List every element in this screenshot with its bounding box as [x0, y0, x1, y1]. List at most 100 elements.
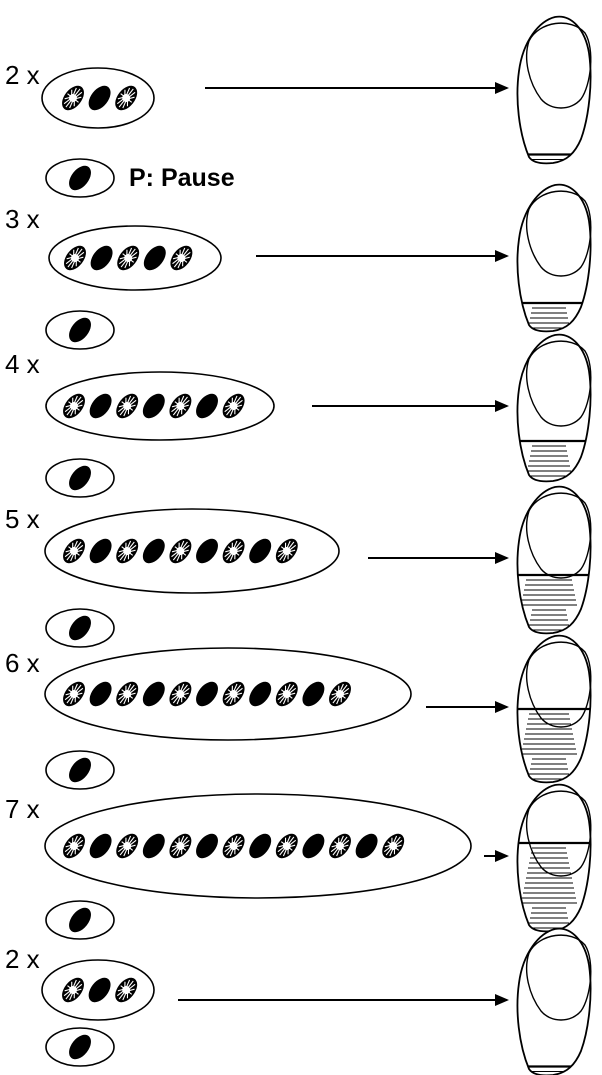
bead-ray	[278, 844, 284, 848]
bead-ray	[73, 395, 78, 403]
bead-ray	[130, 259, 135, 263]
star-bead-icon	[115, 977, 138, 1003]
bead-ray	[224, 694, 231, 701]
pause-marker	[45, 750, 115, 790]
bead-ray	[123, 849, 128, 857]
bead-ray	[122, 993, 127, 1001]
bead-ray	[340, 849, 342, 855]
bead-ray	[384, 844, 390, 848]
bead-ray	[289, 847, 293, 851]
bead-ray	[336, 849, 341, 857]
bead-shape	[89, 538, 112, 564]
bead-ray	[289, 687, 297, 694]
bead-center	[123, 547, 132, 555]
bead-ray	[177, 261, 182, 269]
bead-ray	[118, 404, 124, 408]
star-bead-icon	[62, 977, 84, 1003]
bead-ray	[180, 835, 185, 843]
bead-ray	[119, 256, 125, 260]
pause-outline	[45, 750, 115, 790]
bead-ray	[182, 396, 188, 404]
bead-ray	[342, 695, 346, 699]
bead-center	[336, 690, 344, 698]
vessel-opening	[525, 22, 592, 109]
bead-shape	[142, 538, 165, 564]
bead-ray	[117, 406, 125, 413]
bead-ray	[129, 96, 135, 100]
bead-ray	[171, 549, 178, 553]
bead-shape	[196, 681, 218, 707]
fill-lines	[517, 707, 591, 780]
bead-ray	[235, 396, 242, 404]
repeat-count-label: 4 x	[5, 349, 40, 379]
bead-ray	[289, 544, 297, 551]
bead-center	[176, 402, 185, 410]
solid-bead-icon	[88, 85, 111, 111]
bead-ray	[66, 696, 73, 704]
bead-ray	[75, 99, 79, 103]
star-bead-icon	[64, 245, 86, 271]
bead-ray	[74, 554, 76, 560]
bead-ray	[172, 848, 179, 856]
bead-ray	[235, 541, 242, 549]
star-bead-icon	[222, 681, 245, 707]
bead-ray	[131, 251, 138, 258]
bead-ray	[126, 87, 131, 95]
bead-ray	[65, 992, 72, 1000]
fill-vessel-icon	[516, 634, 592, 784]
bead-ray	[182, 695, 187, 699]
bead-ray	[129, 847, 134, 851]
bead-ray	[173, 260, 180, 268]
pause-bead-icon	[69, 1034, 91, 1060]
bead-center	[122, 94, 131, 102]
vessel-opening	[525, 641, 592, 728]
bead-ray	[395, 847, 400, 851]
vessel-opening	[525, 190, 592, 277]
bead-shape	[196, 833, 218, 859]
bead-ray	[126, 993, 129, 999]
bead-ray	[287, 849, 289, 855]
bead-ray	[66, 553, 73, 561]
bead-ray	[176, 409, 181, 417]
bead-center	[177, 254, 186, 262]
bead-shape	[88, 977, 111, 1003]
bead-ray	[116, 990, 124, 997]
bead-ray	[174, 841, 178, 845]
bead-ray	[180, 395, 185, 403]
bead-ray	[182, 847, 187, 851]
bead-ray	[183, 404, 189, 408]
pattern-row: 3 x	[5, 204, 509, 291]
repeat-count-label: 6 x	[5, 648, 40, 678]
bead-ray	[65, 692, 71, 696]
repeat-count-label: 3 x	[5, 204, 40, 234]
bead-ray	[130, 549, 136, 553]
bead-ray	[235, 836, 242, 844]
bead-ray	[396, 839, 403, 846]
star-bead-icon	[275, 538, 298, 564]
bead-ray	[343, 692, 349, 696]
bead-ray	[66, 408, 73, 416]
bead-shape	[196, 393, 218, 419]
bead-ray	[332, 696, 339, 704]
bead-ray	[229, 554, 234, 562]
bead-ray	[174, 401, 178, 405]
vessel-opening	[525, 934, 592, 1021]
bead-ray	[119, 848, 126, 856]
bead-ray	[330, 846, 338, 853]
bead-ray	[65, 258, 73, 265]
solid-bead-icon	[249, 681, 272, 707]
bead-ray	[174, 546, 178, 550]
bead-ray	[340, 697, 342, 703]
bead-shape	[89, 833, 112, 859]
bead-ray	[65, 100, 72, 108]
bead-ray	[66, 848, 73, 856]
bead-ray	[224, 406, 231, 413]
bead-ray	[227, 689, 232, 693]
bead-ray	[72, 542, 74, 548]
bead-ray	[74, 980, 81, 988]
pause-outline	[45, 458, 115, 498]
bead-ray	[76, 544, 84, 551]
bead-ray	[236, 692, 243, 696]
bead-ray	[343, 844, 349, 848]
bead-ray	[171, 404, 178, 408]
